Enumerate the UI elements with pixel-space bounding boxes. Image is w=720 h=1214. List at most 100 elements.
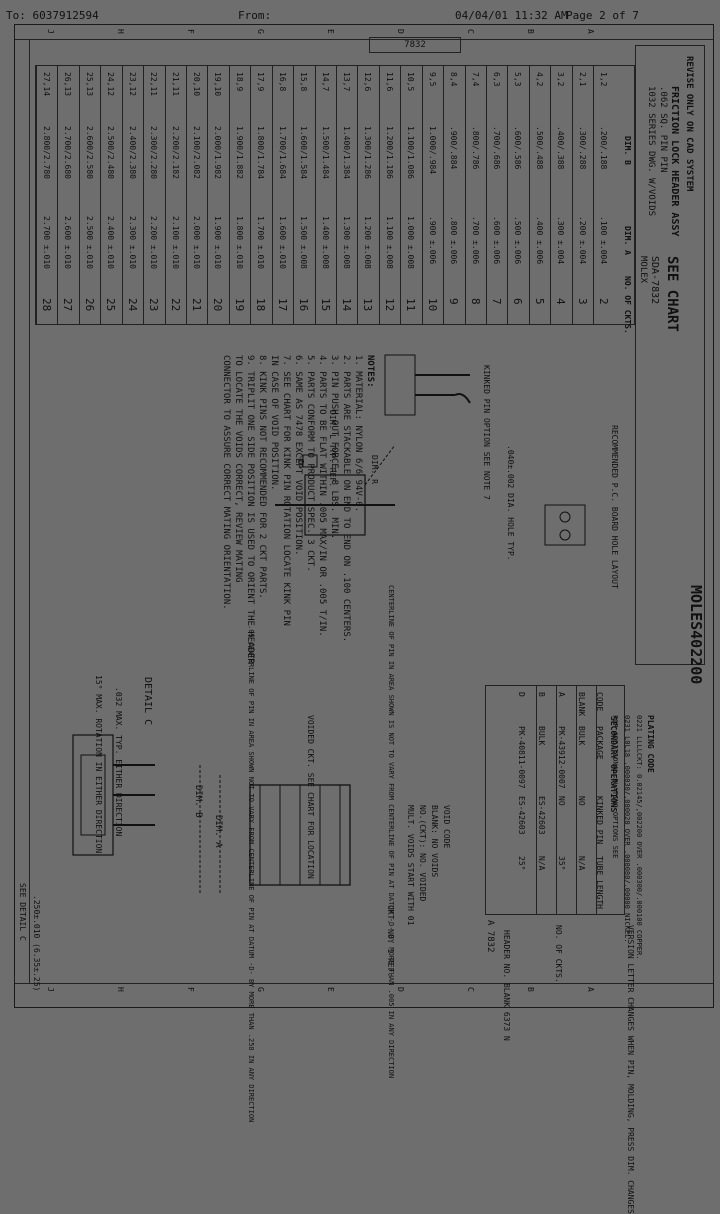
secondary-cell: BLANK	[577, 692, 586, 717]
drawing-sheet: J H F G E D C B A J H F G E D C B A 7832…	[14, 24, 714, 1214]
secondary-cell: N/A	[537, 856, 546, 871]
border-letter: F	[186, 987, 195, 992]
chart-ckt: 12	[383, 298, 397, 312]
chart-dim-b: 2.200/2.182	[171, 126, 181, 179]
void-code-line: BLANK: NO VOIDS	[430, 805, 439, 878]
chart-ckt: 5	[533, 298, 547, 305]
chart-dim-a: 1.400 ±.008	[321, 216, 331, 269]
chart-ckt: 8	[469, 298, 483, 305]
chart-dim-b: .600/.586	[513, 126, 523, 170]
secondary-cell: NO	[557, 796, 566, 806]
chart-divider	[272, 66, 273, 324]
chart-dim-a: .400 ±.006	[535, 216, 545, 265]
chart-header: DIM. B	[623, 136, 632, 165]
dim-l-label: DIM. L TYP. REF.	[328, 410, 337, 488]
chart-dim-a: 1.800 ±.010	[235, 216, 245, 269]
chart-kink: 21,11	[171, 72, 181, 97]
chart-kink: 12,6	[363, 72, 373, 92]
chart-dim-b: .900/.884	[449, 126, 459, 170]
border-letter: B	[526, 987, 535, 992]
chart-dim-a: .100 ±.004	[599, 216, 609, 265]
chart-divider	[593, 66, 594, 324]
chart-dim-a: .700 ±.006	[471, 216, 481, 265]
chart-header: NO. OF CKTS.	[623, 276, 632, 334]
chart-divider	[57, 66, 58, 324]
header-no: HEADER NO. BLANK 6373 N	[502, 930, 511, 1041]
chart-divider	[422, 66, 423, 324]
chart-ckt: 13	[361, 298, 375, 312]
chart-divider	[400, 66, 401, 324]
chart-kink: 14,7	[321, 72, 331, 92]
title-block: REVISE ONLY ON CAD SYSTEM FRICTION LOCK …	[635, 45, 705, 665]
chart-dim-b: 2.400/2.380	[128, 126, 138, 179]
chart-ckt: 20	[211, 298, 225, 312]
revise-header: REVISE ONLY ON CAD SYSTEM	[684, 56, 694, 192]
border-letter: J	[46, 29, 55, 34]
chart-kink: 4,2	[535, 72, 545, 87]
border-letter: H	[116, 29, 125, 34]
kinked-pin-option: KINKED PIN OPTION SEE NOTE 7	[482, 365, 491, 500]
chart-divider	[379, 66, 380, 324]
chart-divider	[315, 66, 316, 324]
border-letter: H	[116, 987, 125, 992]
chart-dim-a: .600 ±.006	[492, 216, 502, 265]
secondary-cell: ES-42603	[537, 796, 546, 835]
plating-line: 0231 L0L18 .000030/.000020 OVER .000080/…	[623, 715, 631, 943]
fax-date: 04/04/01 11:32 AM	[455, 9, 568, 22]
chart-kink: 24,12	[106, 72, 116, 97]
chart-divider	[122, 66, 123, 324]
plating-heading: PLATING CODE	[646, 715, 655, 773]
chart-divider	[143, 66, 144, 324]
chart-dim-b: .300/.288	[578, 126, 588, 170]
inner-border-bottom	[15, 983, 713, 984]
chart-divider	[207, 66, 208, 324]
chart-dim-a: 2.300 ±.010	[128, 216, 138, 269]
centerline-note-b: .05 CENTERLINE OF PIN IN AREA SHOWN NOT …	[247, 625, 255, 1123]
no-ckts-label: NO. OF CKTS.	[554, 925, 563, 983]
border-letter: G	[256, 29, 265, 34]
chart-dim-b: 1.600/1.584	[299, 126, 309, 179]
void-code-line: NO.(CKT): NO. VOIDED	[418, 805, 427, 902]
secondary-cell: N/A	[577, 856, 586, 871]
secondary-divider	[536, 686, 537, 914]
chart-ckt: 6	[511, 298, 525, 305]
chart-kink: 26,13	[63, 72, 73, 97]
secondary-cell: 25°	[517, 856, 526, 871]
chart-kink: 6,3	[492, 72, 502, 87]
chart-ckt: 17	[276, 298, 290, 312]
chart-ckt: 27	[61, 298, 75, 312]
chart-divider	[250, 66, 251, 324]
footer-number: MOLES402200	[687, 585, 705, 685]
title: FRICTION LOCK HEADER ASSY	[669, 86, 680, 237]
pin-profile-view	[275, 444, 396, 536]
recommended-layout: RECOMMENDED P.C. BOARD HOLE LAYOUT	[610, 425, 619, 589]
note-line: CONNECTOR TO ASSURE CORRECT MATING ORIEN…	[221, 355, 231, 610]
chart-kink: 20,10	[192, 72, 202, 97]
chart-kink: 22,11	[149, 72, 159, 97]
dia-hole: .040±.002 DIA. HOLE TYP.	[506, 445, 515, 561]
chart-kink: 23,12	[128, 72, 138, 97]
chart-dim-a: 2.200 ±.010	[149, 216, 159, 269]
plating-line: 0221 LLLLCKT: 0.02145/,002200 OVER .0003…	[635, 715, 643, 960]
chart-dim-a: 1.200 ±.008	[363, 216, 373, 269]
note-line: TO LOCATE THE VOIDS CORRECT, REVIEW MATI…	[233, 355, 243, 583]
chart-ckt: 14	[340, 298, 354, 312]
chart-divider	[550, 66, 551, 324]
chart-divider	[293, 66, 294, 324]
subtitle-2: 1032 SERIES DWG. W/VOIDS	[646, 86, 656, 217]
border-letter: F	[186, 29, 195, 34]
chart-divider	[336, 66, 337, 324]
chart-kink: 5,3	[513, 72, 523, 87]
chart-dim-b: 2.700/2.680	[63, 126, 73, 179]
tolerance-left: .250±.010 (6.35±.25)	[32, 895, 41, 992]
chart-kink: 8,4	[449, 72, 459, 87]
chart-divider	[357, 66, 358, 324]
dim-r-label: DIM. R	[370, 455, 379, 484]
chart-ckt: 10	[426, 298, 440, 312]
chart-ckt: 25	[104, 298, 118, 312]
notes-heading: NOTES:	[365, 355, 375, 388]
chart-ckt: 28	[40, 298, 54, 312]
chart-kink: 3,2	[556, 72, 566, 87]
chart-dim-b: .800/.786	[471, 126, 481, 170]
border-letter: A	[586, 987, 595, 992]
